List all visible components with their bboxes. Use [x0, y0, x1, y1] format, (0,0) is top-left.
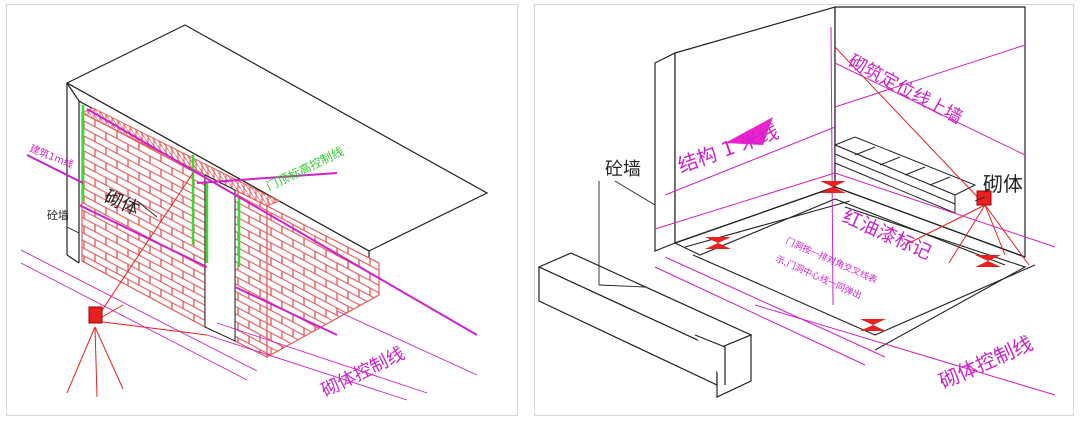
red-paint-markers	[705, 181, 1001, 331]
right-leaders	[598, 180, 986, 288]
front-concrete-block	[537, 252, 753, 398]
concrete-walls	[654, 6, 1026, 258]
right-diagram-panel: 结构 1 米线 砌筑定位线上墙 砼墙 砌体 红油漆标记 门洞按一排对角交叉线表 …	[534, 4, 1074, 416]
right-isometric-drawing: 结构 1 米线 砌筑定位线上墙 砼墙 砌体 红油漆标记 门洞按一排对角交叉线表 …	[537, 6, 1056, 398]
green-control-marks	[81, 105, 241, 267]
magenta-lines	[654, 26, 1056, 396]
label-control-line-right: 砌体控制线	[935, 331, 1036, 394]
label-control-line: 砌体控制线	[318, 343, 408, 401]
brick-course	[833, 136, 977, 214]
label-concrete-wall-right: 砼墙	[605, 159, 641, 180]
left-diagram-panel: 砌体 砼墙 门顶标高控制线 建筑1m线 砌体控制线	[6, 4, 518, 416]
laser-instrument-right	[834, 46, 1030, 266]
floor-outline	[674, 198, 1036, 351]
left-isometric-drawing: 砌体 砼墙 门顶标高控制线 建筑1m线 砌体控制线	[20, 24, 489, 401]
label-concrete-wall: 砼墙	[47, 208, 69, 222]
label-masonry-right: 砌体	[983, 172, 1023, 196]
direction-arrow-icon	[725, 117, 773, 145]
floor-control-lines	[20, 249, 478, 401]
left-leaders	[66, 200, 158, 234]
brick-wall-left	[80, 107, 380, 359]
magenta-level-lines	[26, 108, 478, 336]
laser-instrument	[66, 172, 208, 398]
